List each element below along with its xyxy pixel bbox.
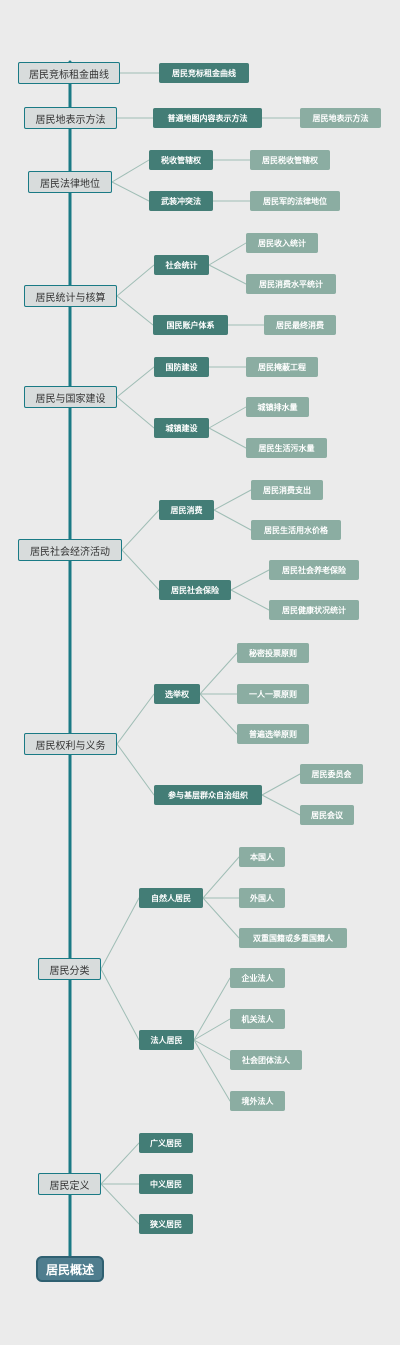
connector-b6c2a xyxy=(230,569,270,591)
subtopic-b7c2[interactable]: 参与基层群众自治组织 xyxy=(154,785,262,805)
leaf-topic-b8c1a[interactable]: 本国人 xyxy=(239,847,285,867)
connector-b4c1b xyxy=(208,264,247,285)
connector-b5c2a xyxy=(208,406,247,429)
branch-topic-b4[interactable]: 居民统计与核算 xyxy=(24,285,117,307)
connector-b8c1c xyxy=(202,897,240,939)
leaf-topic-b8c2d[interactable]: 境外法人 xyxy=(230,1091,285,1111)
connector-b9c1 xyxy=(100,1142,140,1185)
connector-b8c2b xyxy=(193,1018,231,1041)
subtopic-b7c1[interactable]: 选举权 xyxy=(154,684,200,704)
subtopic-b3c2[interactable]: 武装冲突法 xyxy=(149,191,213,211)
connector-b8c2a xyxy=(193,977,231,1041)
leaf-topic-b4c1b[interactable]: 居民消费水平统计 xyxy=(246,274,336,294)
connector-b4c1 xyxy=(116,264,155,297)
connector-b8c2d xyxy=(193,1039,231,1102)
connector-b6c2 xyxy=(121,549,160,591)
connector-b5c2 xyxy=(116,396,155,429)
connector-b3c1 xyxy=(111,159,150,183)
leaf-topic-b8c1b[interactable]: 外国人 xyxy=(239,888,285,908)
leaf-topic-b8c1c[interactable]: 双重国籍或多重国籍人 xyxy=(239,928,347,948)
subtopic-b5c1[interactable]: 国防建设 xyxy=(154,357,209,377)
connector-b7c2a xyxy=(261,773,301,796)
connector-b4c1a xyxy=(208,242,247,266)
leaf-topic-b7c2b[interactable]: 居民会议 xyxy=(300,805,354,825)
connector-b3c2 xyxy=(111,181,150,202)
leaf-topic-b6c2b[interactable]: 居民健康状况统计 xyxy=(269,600,359,620)
leaf-topic-b2c1a[interactable]: 居民地表示方法 xyxy=(300,108,381,128)
leaf-topic-b3c1a[interactable]: 居民税收管辖权 xyxy=(250,150,330,170)
subtopic-b6c1[interactable]: 居民消费 xyxy=(159,500,214,520)
connector-b8c2 xyxy=(100,968,140,1041)
subtopic-b2c1[interactable]: 普通地图内容表示方法 xyxy=(153,108,262,128)
connector-b8c1 xyxy=(100,897,140,970)
connector-b6c1b xyxy=(213,509,252,531)
subtopic-b6c2[interactable]: 居民社会保险 xyxy=(159,580,231,600)
subtopic-b4c2[interactable]: 国民账户体系 xyxy=(153,315,228,335)
connector-b7c1 xyxy=(116,693,155,745)
leaf-topic-b5c1a[interactable]: 居民掩蔽工程 xyxy=(246,357,318,377)
leaf-topic-b7c1a[interactable]: 秘密投票原则 xyxy=(237,643,309,663)
leaf-topic-b8c2b[interactable]: 机关法人 xyxy=(230,1009,285,1029)
leaf-topic-b6c1b[interactable]: 居民生活用水价格 xyxy=(251,520,341,540)
connector-b7c2 xyxy=(116,743,155,796)
leaf-topic-b8c2a[interactable]: 企业法人 xyxy=(230,968,285,988)
branch-topic-b8[interactable]: 居民分类 xyxy=(38,958,101,980)
connector-b7c1a xyxy=(199,652,238,695)
leaf-topic-b6c1a[interactable]: 居民消费支出 xyxy=(251,480,323,500)
connector-b8c2c xyxy=(193,1039,231,1061)
branch-topic-b2[interactable]: 居民地表示方法 xyxy=(24,107,117,129)
subtopic-b5c2[interactable]: 城镇建设 xyxy=(154,418,209,438)
leaf-topic-b7c2a[interactable]: 居民委员会 xyxy=(300,764,363,784)
subtopic-b8c1[interactable]: 自然人居民 xyxy=(139,888,203,908)
leaf-topic-b8c2c[interactable]: 社会团体法人 xyxy=(230,1050,302,1070)
leaf-topic-b5c2a[interactable]: 城镇排水量 xyxy=(246,397,309,417)
branch-topic-b5[interactable]: 居民与国家建设 xyxy=(24,386,117,408)
connector-b7c1c xyxy=(199,693,238,735)
leaf-topic-b4c2a[interactable]: 居民最终消费 xyxy=(264,315,336,335)
leaf-topic-b4c1a[interactable]: 居民收入统计 xyxy=(246,233,318,253)
subtopic-b1c1[interactable]: 居民竞标租金曲线 xyxy=(159,63,249,83)
subtopic-b9c3[interactable]: 狭义居民 xyxy=(139,1214,193,1234)
connector-b7c2b xyxy=(261,794,301,816)
branch-topic-b9[interactable]: 居民定义 xyxy=(38,1173,101,1195)
leaf-topic-b7c1c[interactable]: 普遍选举原则 xyxy=(237,724,309,744)
branch-topic-b7[interactable]: 居民权利与义务 xyxy=(24,733,117,755)
subtopic-b3c1[interactable]: 税收管辖权 xyxy=(149,150,213,170)
connector-b9c3 xyxy=(100,1183,140,1225)
connector-b5c1 xyxy=(116,366,155,398)
leaf-topic-b6c2a[interactable]: 居民社会养老保险 xyxy=(269,560,359,580)
leaf-topic-b5c2b[interactable]: 居民生活污水量 xyxy=(246,438,327,458)
connector-b6c1a xyxy=(213,489,252,511)
branch-topic-b6[interactable]: 居民社会经济活动 xyxy=(18,539,122,561)
leaf-topic-b3c2a[interactable]: 居民军的法律地位 xyxy=(250,191,340,211)
connector-b8c1a xyxy=(202,856,240,899)
connector-b6c2b xyxy=(230,589,270,611)
root-topic[interactable]: 居民概述 xyxy=(36,1256,104,1282)
subtopic-b4c1[interactable]: 社会统计 xyxy=(154,255,209,275)
connector-b5c2b xyxy=(208,427,247,449)
leaf-topic-b7c1b[interactable]: 一人一票原则 xyxy=(237,684,309,704)
subtopic-b9c1[interactable]: 广义居民 xyxy=(139,1133,193,1153)
subtopic-b9c2[interactable]: 中义居民 xyxy=(139,1174,193,1194)
connector-b6c1 xyxy=(121,509,160,551)
branch-topic-b3[interactable]: 居民法律地位 xyxy=(28,171,112,193)
branch-topic-b1[interactable]: 居民竞标租金曲线 xyxy=(18,62,120,84)
connector-b4c2 xyxy=(116,295,154,326)
subtopic-b8c2[interactable]: 法人居民 xyxy=(139,1030,194,1050)
